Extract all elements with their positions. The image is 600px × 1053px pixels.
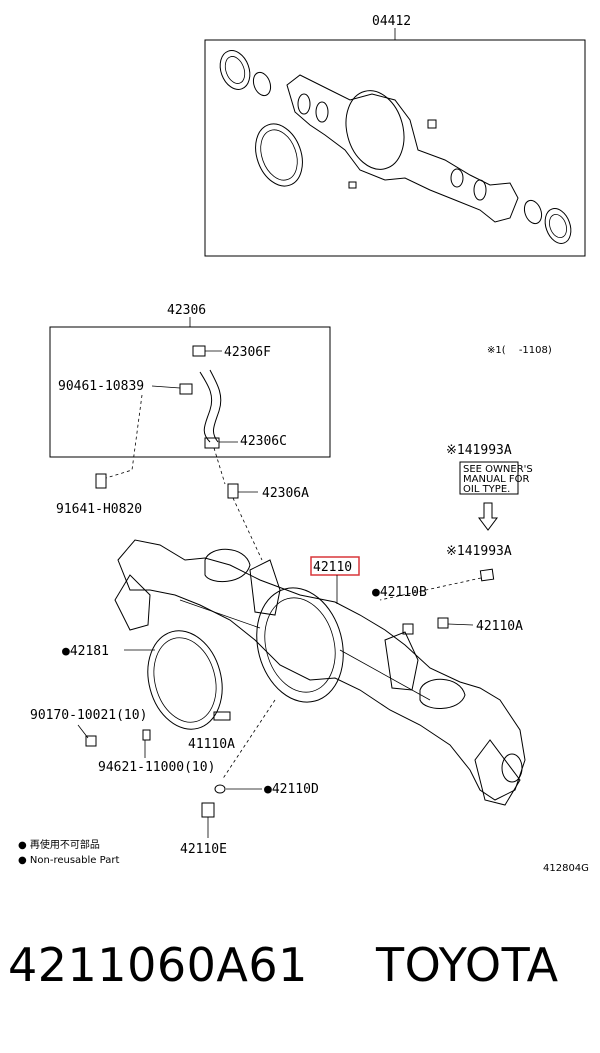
washer-94621	[142, 729, 151, 741]
stud-41110A	[213, 711, 231, 721]
plug-42110E	[201, 802, 215, 818]
label-42110A[interactable]: 42110A	[476, 619, 523, 634]
label-42306F[interactable]: 42306F	[224, 345, 271, 360]
oil-label-line1: SEE OWNER'S	[463, 464, 533, 475]
axle-housing-illustration	[114, 539, 526, 806]
label-90170-10021[interactable]: 90170-10021(10)	[30, 708, 147, 723]
oil-label-line3: OIL TYPE.	[463, 484, 510, 495]
footer: 4211060A61 TOYOTA	[0, 935, 600, 1015]
arrow-down-icon	[478, 502, 498, 531]
label-42306A[interactable]: 42306A	[262, 486, 309, 501]
label-41993A-bottom[interactable]: ※141993A	[446, 544, 512, 559]
label-42181[interactable]: ●42181	[62, 644, 109, 659]
cover-gasket-42181	[147, 630, 223, 730]
highlight-42110	[310, 556, 360, 576]
note-1108: ※1( -1108)	[487, 345, 552, 356]
figure-code: 412804G	[543, 863, 589, 874]
breather-hose-illustration	[179, 345, 222, 449]
kit-box-04412	[204, 39, 586, 257]
label-42306C[interactable]: 42306C	[240, 434, 287, 449]
label-94621-11000[interactable]: 94621-11000(10)	[98, 760, 215, 775]
label-41993A-top[interactable]: ※141993A	[446, 443, 512, 458]
footer-part-number: 4211060A61	[8, 938, 308, 992]
hose-box-42306	[49, 326, 331, 458]
legend-en: ● Non-reusable Part	[18, 855, 119, 866]
label-42306[interactable]: 42306	[167, 303, 206, 318]
oil-type-label	[459, 461, 519, 495]
oil-label-small	[479, 568, 495, 582]
union-42306A	[227, 483, 239, 499]
label-42110B[interactable]: ●42110B	[372, 585, 427, 600]
label-42110D[interactable]: ●42110D	[264, 782, 319, 797]
label-42110E[interactable]: 42110E	[180, 842, 227, 857]
plug-gasket-42110D	[214, 784, 226, 794]
footer-brand: TOYOTA	[376, 938, 559, 992]
label-90461-10839[interactable]: 90461-10839	[58, 379, 144, 394]
label-04412[interactable]: 04412	[372, 14, 411, 29]
bolt-90170	[85, 735, 97, 747]
kit-parts-illustration	[219, 50, 572, 244]
label-41110A[interactable]: 41110A	[188, 737, 235, 752]
legend-jp: ● 再使用不可部品	[18, 838, 100, 851]
label-91641-H0820[interactable]: 91641-H0820	[56, 502, 142, 517]
label-42110[interactable]: 42110	[313, 560, 352, 575]
bolt-91641	[95, 473, 107, 489]
oil-label-line2: MANUAL FOR	[463, 474, 529, 485]
